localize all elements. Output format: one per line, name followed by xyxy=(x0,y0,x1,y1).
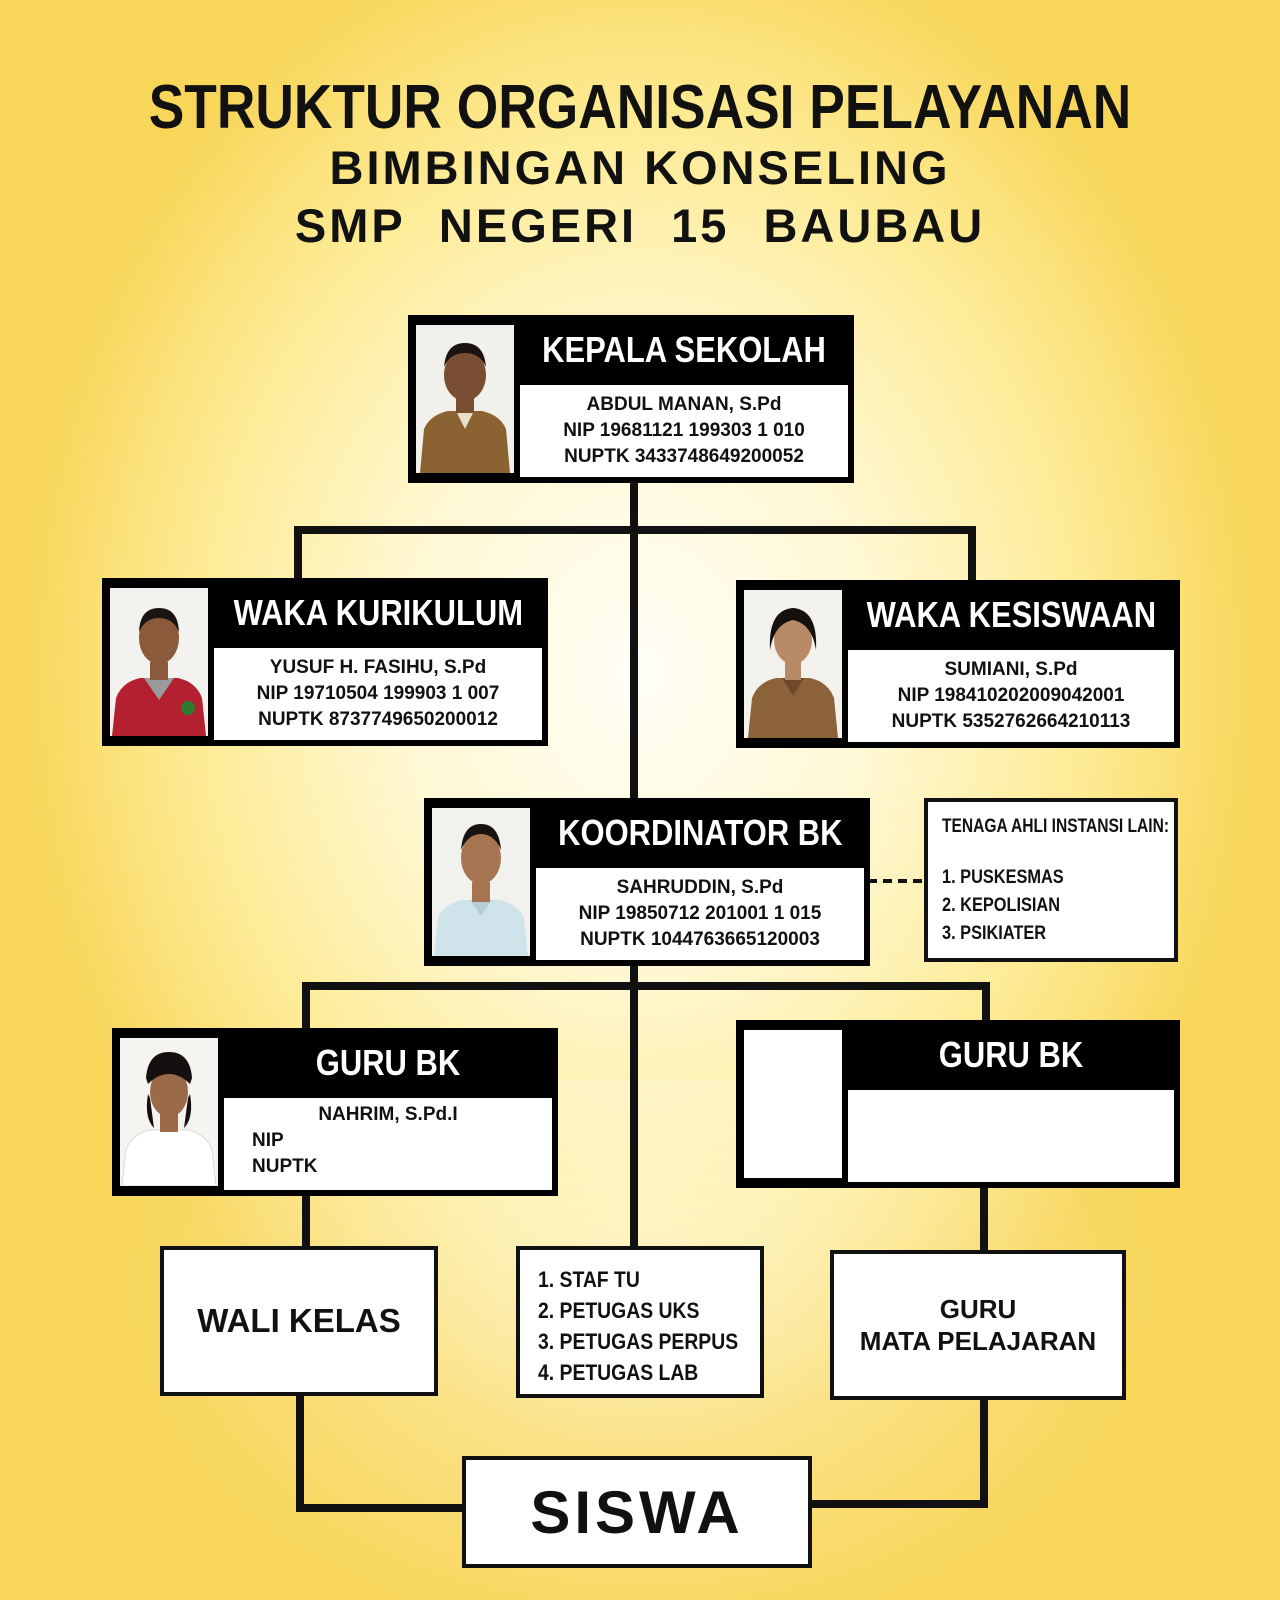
waka-kurikulum-name: YUSUF H. FASIHU, S.Pd xyxy=(269,657,487,678)
koordinator-bk-nuptk: NUPTK 1044763665120003 xyxy=(580,929,820,950)
tenaga-ahli-item: 2. KEPOLISIAN xyxy=(942,895,1061,916)
school-name: SMP NEGERI 15 BAUBAU xyxy=(294,199,986,252)
tenaga-ahli-item: 1. PUSKESMAS xyxy=(942,867,1064,888)
waka-kurikulum-card: WAKA KURIKULUM YUSUF H. FASIHU, S.Pd NIP… xyxy=(102,578,548,746)
guru-mapel-box: GURU MATA PELAJARAN xyxy=(830,1250,1126,1400)
guru-bk-1-card: GURU BK NAHRIM, S.Pd.I NIP NUPTK xyxy=(112,1028,558,1196)
page-subtitle: BIMBINGAN KONSELING xyxy=(329,141,951,194)
kepala-sekolah-photo xyxy=(416,325,514,473)
waka-kurikulum-photo xyxy=(110,588,208,736)
waka-kurikulum-role: WAKA KURIKULUM xyxy=(233,592,523,633)
tenaga-ahli-item: 3. PSIKIATER xyxy=(942,923,1047,944)
guru-bk-2-card: GURU BK xyxy=(736,1020,1180,1188)
guru-bk-1-name: NAHRIM, S.Pd.I xyxy=(318,1104,458,1125)
tenaga-ahli-box: TENAGA AHLI INSTANSI LAIN: 1. PUSKESMAS … xyxy=(924,798,1178,962)
guru-mapel-line1: GURU xyxy=(939,1294,1017,1324)
waka-kurikulum-nip: NIP 19710504 199903 1 007 xyxy=(256,683,500,704)
staf-box: 1. STAF TU 2. PETUGAS UKS 3. PETUGAS PER… xyxy=(516,1246,764,1398)
guru-bk-1-nip: NIP xyxy=(252,1130,284,1151)
koordinator-bk-name: SAHRUDDIN, S.Pd xyxy=(616,877,784,898)
guru-bk-2-info xyxy=(848,1090,1174,1182)
kepala-sekolah-nip: NIP 19681121 199303 1 010 xyxy=(563,420,805,441)
waka-kesiswaan-nuptk: NUPTK 5352762664210113 xyxy=(891,711,1131,732)
tenaga-ahli-heading: TENAGA AHLI INSTANSI LAIN: xyxy=(942,816,1170,837)
guru-bk-1-info: NAHRIM, S.Pd.I NIP NUPTK xyxy=(224,1098,552,1190)
staf-item: 2. PETUGAS UKS xyxy=(538,1298,700,1323)
guru-mapel-line2: MATA PELAJARAN xyxy=(859,1326,1097,1356)
guru-bk-2-role: GURU BK xyxy=(938,1034,1084,1075)
wali-kelas-box: WALI KELAS xyxy=(160,1246,438,1396)
waka-kurikulum-info: YUSUF H. FASIHU, S.Pd NIP 19710504 19990… xyxy=(214,648,542,740)
kepala-sekolah-name: ABDUL MANAN, S.Pd xyxy=(586,394,782,415)
koordinator-bk-nip: NIP 19850712 201001 1 015 xyxy=(578,903,822,924)
koordinator-bk-info: SAHRUDDIN, S.Pd NIP 19850712 201001 1 01… xyxy=(536,868,864,960)
guru-bk-1-role: GURU BK xyxy=(315,1042,461,1083)
staf-item: 3. PETUGAS PERPUS xyxy=(538,1329,739,1354)
siswa-label: SISWA xyxy=(530,1478,744,1546)
staf-item: 1. STAF TU xyxy=(538,1267,640,1292)
siswa-box: SISWA xyxy=(462,1456,812,1568)
kepala-sekolah-role: KEPALA SEKOLAH xyxy=(542,329,826,370)
page-title: STRUKTUR ORGANISASI PELAYANAN xyxy=(148,73,1132,142)
waka-kesiswaan-photo xyxy=(744,590,842,738)
waka-kurikulum-nuptk: NUPTK 8737749650200012 xyxy=(258,709,498,730)
kepala-sekolah-nuptk: NUPTK 3433748649200052 xyxy=(564,446,804,467)
guru-bk-2-photo-placeholder xyxy=(744,1030,842,1178)
guru-bk-1-photo xyxy=(120,1038,218,1186)
waka-kesiswaan-card: WAKA KESISWAAN SUMIANI, S.Pd NIP 1984102… xyxy=(736,580,1180,748)
wali-kelas-label: WALI KELAS xyxy=(197,1302,401,1339)
line-gurumapel-to-siswa xyxy=(808,1396,988,1508)
waka-kesiswaan-info: SUMIANI, S.Pd NIP 198410202009042001 NUP… xyxy=(848,650,1174,742)
waka-kesiswaan-nip: NIP 198410202009042001 xyxy=(897,685,1125,706)
guru-bk-1-nuptk: NUPTK xyxy=(252,1156,318,1177)
line-walikelas-to-siswa xyxy=(296,1394,464,1512)
koordinator-bk-card: KOORDINATOR BK SAHRUDDIN, S.Pd NIP 19850… xyxy=(424,798,870,966)
koordinator-bk-role: KOORDINATOR BK xyxy=(557,812,843,853)
kepala-sekolah-card: KEPALA SEKOLAH ABDUL MANAN, S.Pd NIP 196… xyxy=(408,315,854,483)
waka-kesiswaan-name: SUMIANI, S.Pd xyxy=(944,659,1078,680)
staf-item: 4. PETUGAS LAB xyxy=(538,1360,699,1385)
waka-kesiswaan-role: WAKA KESISWAAN xyxy=(866,594,1156,635)
kepala-sekolah-info: ABDUL MANAN, S.Pd NIP 19681121 199303 1 … xyxy=(520,385,848,477)
koordinator-bk-photo xyxy=(432,808,530,956)
